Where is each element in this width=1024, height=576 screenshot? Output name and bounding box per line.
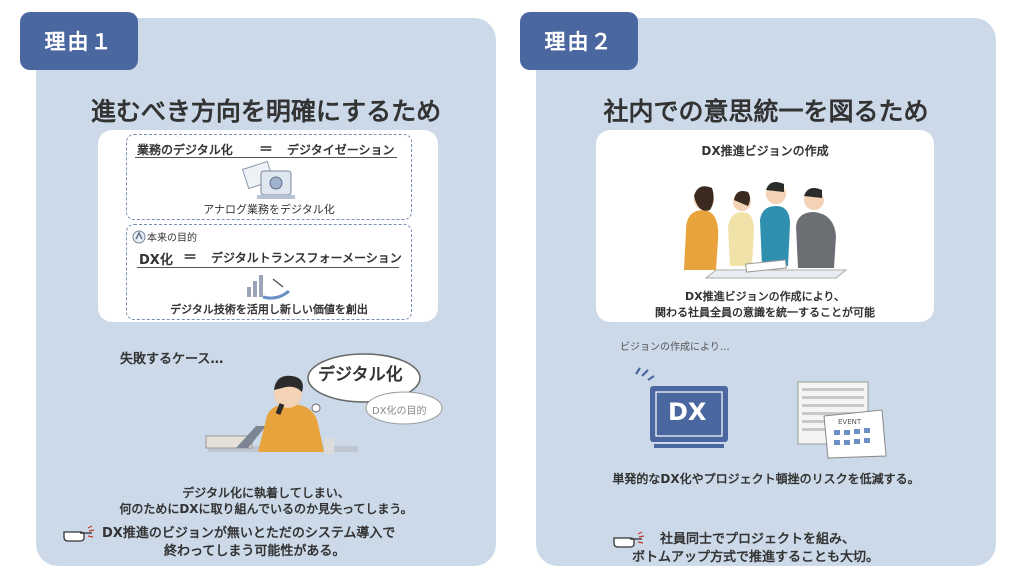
underline-1 xyxy=(135,157,397,158)
pointing-finger-icon xyxy=(132,230,146,244)
digitization-caption: アナログ業務をデジタル化 xyxy=(203,203,335,216)
team-meeting-illustration xyxy=(684,182,848,279)
thought-bubble-big xyxy=(307,353,421,413)
fail-heading: 失敗するケース… xyxy=(120,352,224,367)
calendar-icon xyxy=(797,381,887,459)
dx-eq: ＝ xyxy=(183,250,197,266)
digitization-eq: ＝ xyxy=(259,142,273,158)
reason2-panel: 理由２ 社内での意思統一を図るため DX推進ビジョンの作成 DX推進ビジョンの作… xyxy=(520,12,996,566)
bubble-big-text: デジタル化 xyxy=(318,365,403,385)
warn-line-1: DX推進のビジョンが無いとただのシステム導入で xyxy=(102,526,396,541)
vision-heading: DX推進ビジョンの作成 xyxy=(701,144,829,158)
thought-bubble-small xyxy=(365,391,443,425)
calendar-label: EVENT xyxy=(838,418,862,426)
vision-line-2: 関わる社員全員の意識を統一することが可能 xyxy=(655,306,875,319)
vision-line-1: DX推進ビジョンの作成により、 xyxy=(685,290,845,303)
vision-card: DX推進ビジョンの作成 DX推進ビジョンの作成により、 関わる社員全員の意識を統… xyxy=(596,130,934,322)
worried-person-illustration xyxy=(205,375,358,454)
tip-line-1: 社員同士でプロジェクトを組み、 xyxy=(660,532,856,547)
warn-line-2: 終わってしまう可能性がある。 xyxy=(164,544,346,559)
pointing-hand-icon-2 xyxy=(613,531,645,548)
fail-desc-2: 何のためにDXに取り組んでいるのか見失ってしまう。 xyxy=(119,502,413,516)
dx-left: DX化 xyxy=(139,253,173,268)
reason2-tag: 理由２ xyxy=(520,12,638,70)
fail-desc-1: デジタル化に執着してしまい、 xyxy=(182,486,350,500)
dx-right: デジタルトランスフォーメーション xyxy=(211,251,402,265)
chart-hand-icon xyxy=(247,275,290,300)
laptop-tablet-icon xyxy=(241,160,295,199)
reason1-title: 進むべき方向を明確にするため xyxy=(90,97,442,126)
bubble-small-text: DX化の目的 xyxy=(372,406,427,417)
tip-line-2: ボトムアップ方式で推進することも大切。 xyxy=(632,550,880,565)
dx-box: 本来の目的 DX化 ＝ デジタルトランスフォーメーション デジタル技術を活用し新… xyxy=(126,224,412,320)
dx-note: 本来の目的 xyxy=(147,233,197,244)
risk-text: 単発的なDX化やプロジェクト頓挫のリスクを低減する。 xyxy=(612,472,920,486)
monitor-icon xyxy=(635,367,728,448)
digitization-left: 業務のデジタル化 xyxy=(137,143,233,157)
underline-2 xyxy=(137,267,399,268)
vision-sub-note: ビジョンの作成により… xyxy=(620,342,730,353)
monitor-text: DX xyxy=(668,398,707,426)
pointing-hand-icon xyxy=(63,525,95,542)
dx-caption: デジタル技術を活用し新しい価値を創出 xyxy=(170,303,368,316)
reason1-panel: 理由１ 進むべき方向を明確にするため 業務のデジタル化 ＝ デジタイゼーション … xyxy=(20,12,496,566)
digitization-right: デジタイゼーション xyxy=(287,143,395,157)
digitization-box: 業務のデジタル化 ＝ デジタイゼーション アナログ業務をデジタル化 xyxy=(126,134,412,220)
reason1-tag: 理由１ xyxy=(20,12,138,70)
definition-card: 業務のデジタル化 ＝ デジタイゼーション アナログ業務をデジタル化 本来の目的 … xyxy=(98,130,438,322)
reason2-title: 社内での意思統一を図るため xyxy=(603,97,929,126)
